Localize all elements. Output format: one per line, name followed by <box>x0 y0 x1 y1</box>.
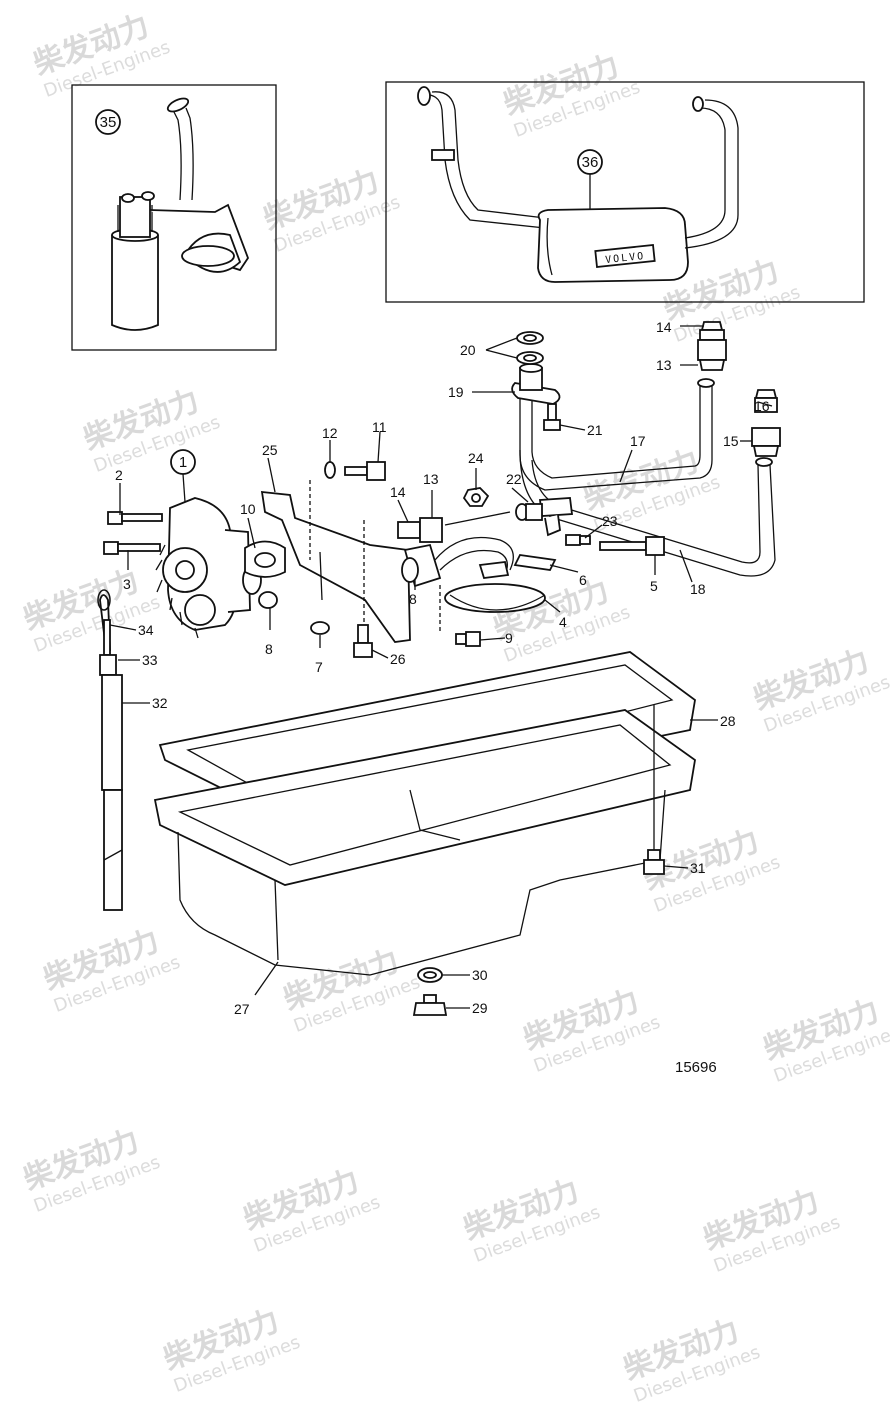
callout-1: 1 <box>179 454 187 471</box>
callout-4: 4 <box>559 614 567 630</box>
inset-frame <box>71 84 277 351</box>
oil-pump: 1 <box>103 449 262 639</box>
callout-19: 19 <box>448 384 464 400</box>
callout-29: 29 <box>472 1000 488 1016</box>
callout-26: 26 <box>390 651 406 667</box>
watermark-logo: 柴发动力 Diesel-Engines <box>259 163 403 257</box>
watermark-logo: 柴发动力 Diesel-Engines <box>699 1183 843 1277</box>
oil-pan-flange <box>153 709 696 886</box>
callout-20: 20 <box>460 342 476 358</box>
callout-8a: 8 <box>265 641 273 657</box>
callout-24: 24 <box>468 450 484 466</box>
callout-17: 17 <box>630 433 646 449</box>
watermark-logo: 柴发动力 Diesel-Engines <box>79 383 223 477</box>
watermark-logo: 柴发动力 Diesel-Engines <box>39 923 183 1017</box>
watermark-logo: 柴发动力 Diesel-Engines <box>19 1123 163 1217</box>
callout-36: 36 <box>582 154 599 171</box>
callout-14a: 14 <box>390 484 406 500</box>
callout-21: 21 <box>587 422 603 438</box>
oil-pipes <box>511 321 781 577</box>
callout-8b: 8 <box>409 591 417 607</box>
watermark-logo: 柴发动力 Diesel-Engines <box>159 1303 303 1397</box>
drain-plug <box>412 967 448 1016</box>
watermark-logo: 柴发动力 Diesel-Engines <box>759 993 890 1087</box>
oil-strainer <box>444 583 546 613</box>
callout-labels: 2 3 4 5 6 7 8 8 9 10 11 12 13 13 14 14 1… <box>115 319 770 1017</box>
callout-7: 7 <box>315 659 323 675</box>
watermark-logo: 柴发动力 Diesel-Engines <box>579 443 723 537</box>
inset-oil-cooler-variant: 36 VOLVO <box>385 81 865 303</box>
callout-32: 32 <box>152 695 168 711</box>
callout-25: 25 <box>262 442 278 458</box>
callout-15: 15 <box>723 433 739 449</box>
callout-30: 30 <box>472 967 488 983</box>
callout-23: 23 <box>602 513 618 529</box>
pan-screw <box>643 705 665 875</box>
dipstick-tube <box>101 674 123 791</box>
callout-9: 9 <box>505 630 513 646</box>
watermark-logo: 柴发动力 Diesel-Engines <box>619 1313 763 1407</box>
callout-12: 12 <box>322 425 338 441</box>
watermark-logo: 柴发动力 Diesel-Engines <box>279 943 423 1037</box>
callout-27: 27 <box>234 1001 250 1017</box>
oil-pan <box>153 709 696 976</box>
callout-35: 35 <box>100 114 117 131</box>
watermark-logo: 柴发动力 Diesel-Engines <box>19 563 163 657</box>
callout-2: 2 <box>115 467 123 483</box>
callout-34: 34 <box>138 622 154 638</box>
watermark-logo: 柴发动力 Diesel-Engines <box>29 8 173 102</box>
callout-22: 22 <box>506 471 522 487</box>
callout-16: 16 <box>754 398 770 414</box>
callout-33: 33 <box>142 652 158 668</box>
pump-bracket <box>244 461 411 658</box>
callout-18: 18 <box>690 581 706 597</box>
callout-3: 3 <box>123 576 131 592</box>
callout-13a: 13 <box>423 471 439 487</box>
callout-10: 10 <box>240 501 256 517</box>
inset-oil-filter-variant: 35 <box>71 84 277 351</box>
leader-lines <box>109 325 773 1009</box>
callout-6: 6 <box>579 572 587 588</box>
suction-pipe <box>397 487 665 647</box>
callout-circle <box>95 109 121 135</box>
dipstick <box>97 589 123 911</box>
oil-filter-canister <box>111 235 159 331</box>
brand-label: VOLVO <box>605 251 646 266</box>
inset-frame <box>385 81 865 303</box>
drawing-number: 15696 <box>675 1059 717 1076</box>
callout-28: 28 <box>720 713 736 729</box>
watermark-logo: 柴发动力 Diesel-Engines <box>459 1173 603 1267</box>
watermark-logo: 柴发动力 Diesel-Engines <box>519 983 663 1077</box>
watermark-logo: 柴发动力 Diesel-Engines <box>239 1163 383 1257</box>
callout-31: 31 <box>690 860 706 876</box>
watermark-logo: 柴发动力 Diesel-Engines <box>749 643 890 737</box>
bracket-25 <box>260 490 411 643</box>
callout-14b: 14 <box>656 319 672 335</box>
watermark-logo: 柴发动力 Diesel-Engines <box>499 48 643 142</box>
callout-5: 5 <box>650 578 658 594</box>
callout-13b: 13 <box>656 357 672 373</box>
oil-cooler-body <box>537 207 689 283</box>
callout-11: 11 <box>372 419 387 435</box>
